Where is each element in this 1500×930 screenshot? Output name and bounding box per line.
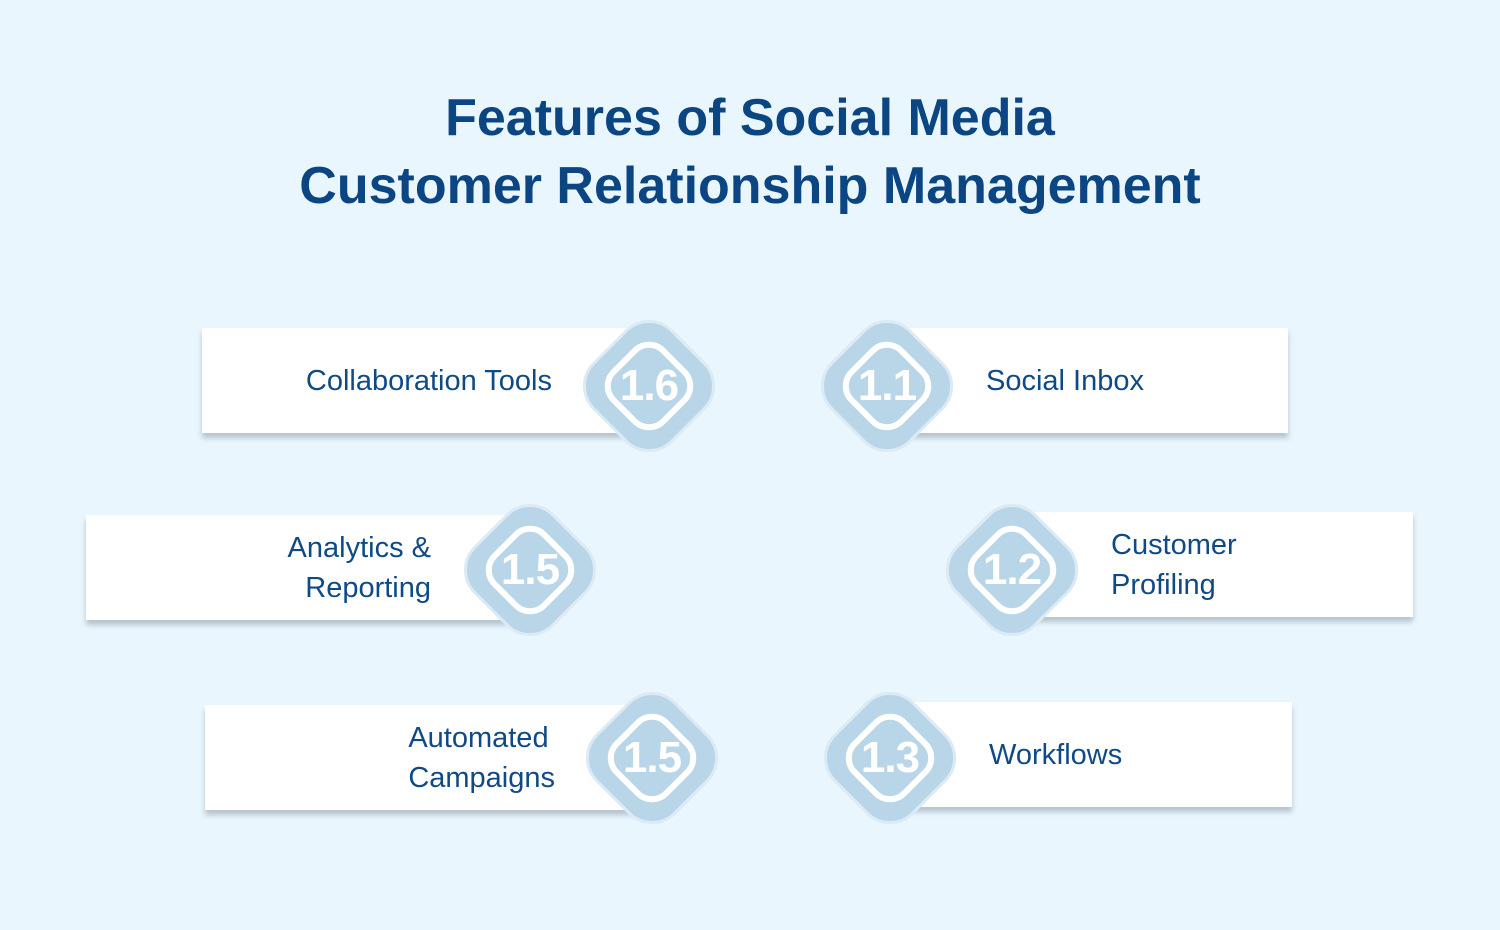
- feature-label-customer-profiling-line-1: Customer: [1111, 528, 1237, 561]
- feature-badge-workflows: 1.3: [798, 666, 982, 850]
- diamond-badge-icon: [582, 319, 716, 453]
- feature-card-automated-campaigns: Automated Campaigns: [205, 705, 645, 810]
- feature-number-automated-campaigns: 1.5: [622, 733, 682, 782]
- feature-card-analytics-reporting: Analytics & Reporting: [86, 515, 526, 620]
- feature-label-analytics-reporting-line-2: Reporting: [305, 571, 431, 604]
- feature-card-social-inbox: Social Inbox: [880, 328, 1288, 433]
- diamond-badge-icon: [463, 503, 597, 637]
- feature-label-analytics-reporting-line-1: Analytics &: [287, 531, 431, 564]
- feature-label-collaboration-tools: Collaboration Tools: [305, 364, 552, 397]
- feature-number-workflows: 1.3: [860, 733, 920, 782]
- diamond-badge-icon: [585, 691, 719, 825]
- title-line-1: Features of Social Media: [445, 89, 1055, 147]
- feature-number-social-inbox: 1.1: [857, 361, 917, 410]
- feature-label-customer-profiling-line-2: Profiling: [1111, 568, 1216, 601]
- diamond-badge-icon: [823, 691, 957, 825]
- feature-card-collaboration-tools: Collaboration Tools: [202, 328, 642, 433]
- feature-number-collaboration-tools: 1.6: [619, 361, 679, 410]
- diamond-badge-icon: [820, 319, 954, 453]
- feature-badge-automated-campaigns: 1.5: [560, 666, 744, 850]
- feature-label-automated-campaigns-line-2: Campaigns: [408, 761, 555, 794]
- feature-badge-collaboration-tools: 1.6: [557, 294, 741, 478]
- feature-number-customer-profiling: 1.2: [982, 545, 1042, 594]
- feature-badge-customer-profiling: 1.2: [920, 478, 1104, 662]
- page-title: Features of Social Media Customer Relati…: [0, 84, 1500, 220]
- title-line-2: Customer Relationship Management: [299, 157, 1201, 215]
- diamond-badge-icon: [945, 503, 1079, 637]
- feature-badge-social-inbox: 1.1: [795, 294, 979, 478]
- feature-number-analytics-reporting: 1.5: [500, 545, 560, 594]
- feature-label-social-inbox: Social Inbox: [986, 364, 1144, 397]
- feature-label-automated-campaigns-line-1: Automated: [408, 721, 549, 754]
- feature-badge-analytics-reporting: 1.5: [438, 478, 622, 662]
- feature-label-workflows: Workflows: [989, 738, 1123, 771]
